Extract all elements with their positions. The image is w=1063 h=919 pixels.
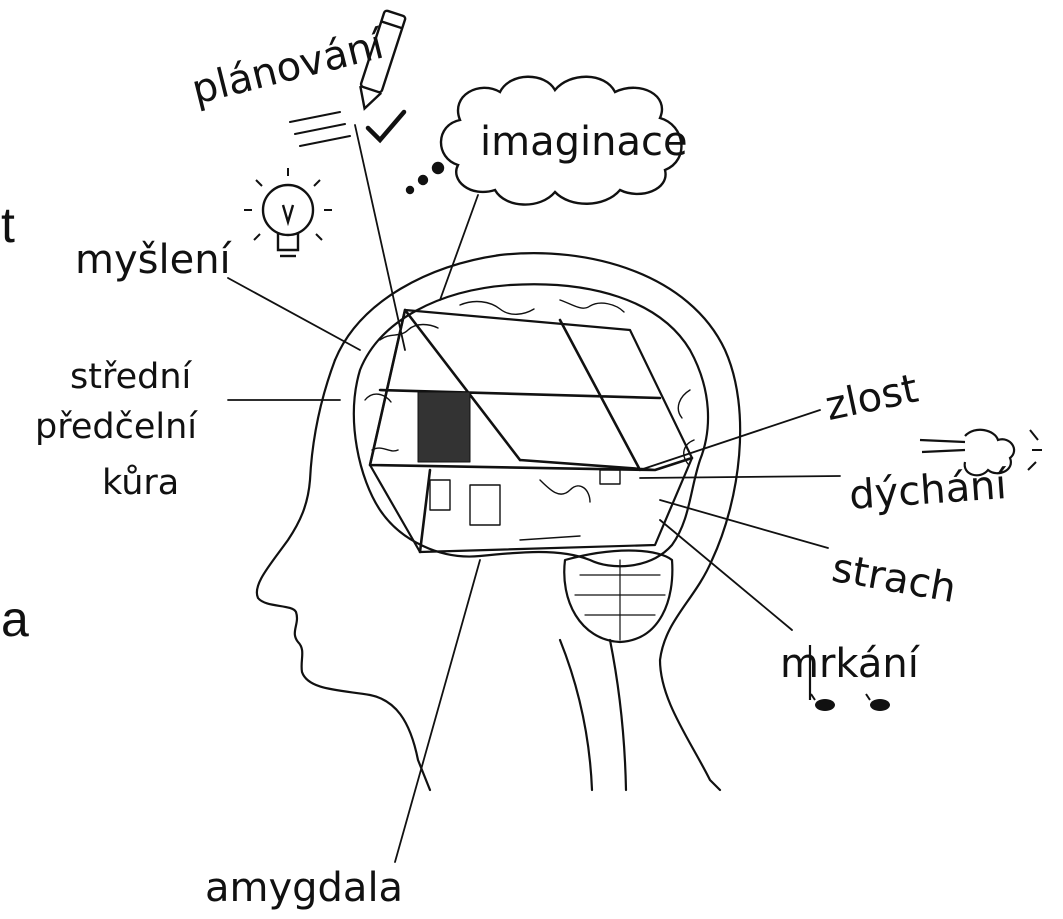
- label-mrkani: mrkání: [780, 644, 919, 684]
- neck-line-left: [560, 640, 592, 790]
- label-mysleni: myšlení: [75, 240, 231, 280]
- brain-outline: [354, 284, 708, 566]
- leader-imaginace: [440, 195, 478, 300]
- label-dychani: dýchání: [848, 465, 1008, 516]
- label-predcelni: předčelní: [35, 410, 197, 445]
- label-stredni: střední: [70, 360, 191, 395]
- leader-planovani: [355, 125, 405, 350]
- leader-dychani: [640, 476, 840, 478]
- checkmark-icon: [368, 112, 404, 140]
- label-amygdala: amygdala: [205, 868, 403, 908]
- lightbulb-icon: [244, 168, 332, 256]
- leader-amygdala: [395, 560, 480, 862]
- leader-zlost: [640, 410, 820, 470]
- leader-mysleni: [228, 278, 360, 350]
- neck-line-right: [610, 640, 626, 790]
- cerebellum: [564, 551, 672, 642]
- label-imaginace: imaginace: [480, 122, 688, 162]
- blink-eyes-icon: [811, 694, 890, 711]
- label-kura: kůra: [102, 466, 179, 501]
- face-profile: [257, 360, 430, 790]
